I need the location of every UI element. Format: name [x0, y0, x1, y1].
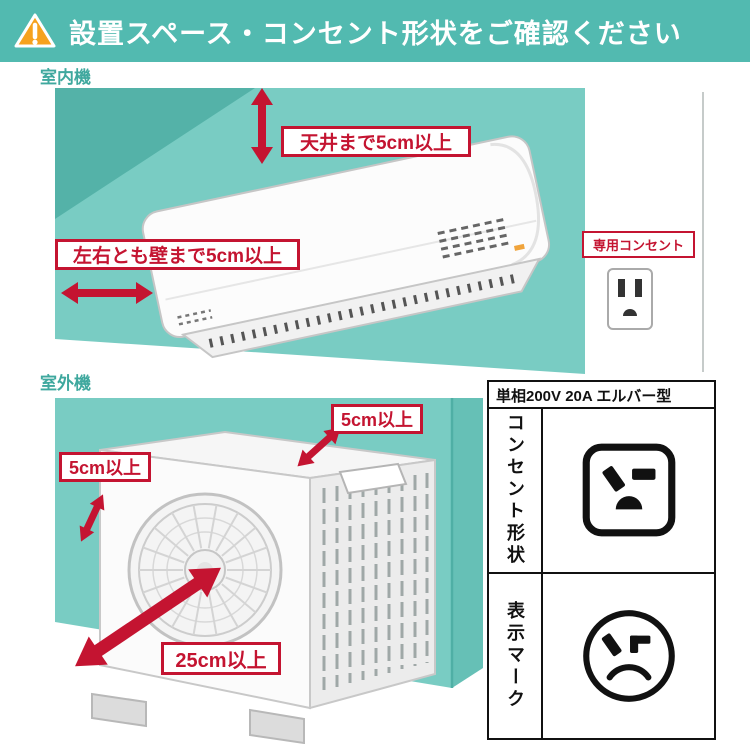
spec-outlet-shape-label: コンセント形状: [505, 413, 525, 568]
warning-triangle-icon: [14, 13, 56, 48]
outdoor-section-label: 室外機: [40, 374, 91, 393]
spec-row-outlet-shape: コンセント形状: [489, 409, 543, 574]
wall-outlet-illustration: [607, 268, 653, 330]
page-title: 設置スペース・コンセント形状をご確認ください: [69, 18, 682, 49]
label-outdoor-top-clearance: 5cm以上: [331, 404, 423, 434]
spec-power-label: 単相200V 20A エルバー型: [487, 380, 716, 410]
label-side-clearance: 左右とも壁まで5cm以上: [55, 239, 300, 270]
spec-display-mark-cell: [543, 574, 714, 739]
indoor-unit-illustration: [55, 88, 585, 374]
spec-outlet-shape-cell: [543, 409, 714, 574]
arrow-ceiling-clearance: [251, 88, 273, 164]
wall-edge-line: [702, 92, 704, 372]
spec-row-display-mark: 表示マーク: [489, 573, 543, 738]
arrow-outdoor-front-clearance: [75, 567, 221, 667]
arrow-outdoor-left-clearance: [79, 494, 105, 542]
label-outdoor-left-clearance: 5cm以上: [59, 452, 151, 482]
label-dedicated-outlet: 専用コンセント: [582, 231, 695, 258]
arrow-side-clearance: [61, 282, 153, 304]
mark-20a-icon: [582, 609, 675, 702]
indoor-section-label: 室内機: [40, 68, 91, 87]
label-outdoor-front-clearance: 25cm以上: [161, 642, 281, 675]
header-banner: 設置スペース・コンセント形状をご確認ください: [0, 0, 750, 62]
spec-table: コンセント形状 表示マーク: [487, 407, 716, 740]
handle-flap: [338, 462, 408, 495]
label-ceiling-clearance: 天井まで5cm以上: [281, 126, 471, 157]
spec-display-mark-label: 表示マーク: [505, 600, 525, 711]
outlet-20a-icon: [582, 443, 675, 537]
